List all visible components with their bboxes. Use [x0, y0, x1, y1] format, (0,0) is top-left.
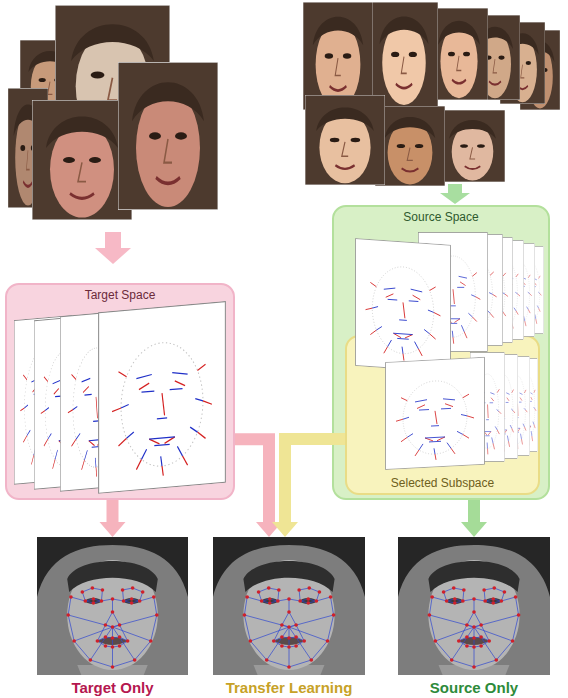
node-label: Source Only	[378, 679, 568, 697]
face-photo	[470, 15, 520, 100]
shape-sheet	[99, 302, 226, 494]
shape-sheet	[520, 246, 544, 333]
source-sheets	[355, 232, 543, 372]
shape-sheet	[14, 316, 71, 485]
shape-sheet	[488, 240, 524, 339]
face-photo	[430, 8, 488, 100]
face-photo	[8, 88, 48, 208]
shape-sheet	[445, 234, 502, 345]
source-photos	[303, 2, 560, 186]
face-photo	[305, 95, 385, 185]
result-images	[37, 537, 550, 675]
result-box: Transfer Learning	[213, 537, 365, 697]
flow-arrow	[100, 500, 126, 537]
landmark-image	[213, 537, 365, 675]
space-box: Target Space	[5, 283, 235, 500]
shape-sheet	[470, 352, 505, 461]
face-photo	[375, 106, 445, 186]
face-photo	[440, 110, 505, 182]
shape-sheet	[505, 356, 530, 455]
shape-sheet	[386, 357, 485, 469]
landmark-image	[398, 537, 550, 675]
node-label: Source Space	[334, 210, 548, 224]
target-photos	[8, 5, 218, 220]
face-photo	[55, 5, 170, 145]
shape-sheet	[418, 232, 487, 351]
face-photo	[370, 2, 438, 107]
input-arrow	[440, 184, 470, 204]
shape-sheet	[355, 239, 450, 373]
space-box: Source SpaceSelected Subspace	[332, 205, 550, 500]
landmark-image	[37, 537, 188, 675]
flow-arrow	[272, 439, 345, 537]
face-photo	[118, 62, 218, 210]
node-label: Transfer Learning	[193, 679, 385, 697]
face-photo	[20, 40, 80, 120]
shape-sheet	[468, 237, 513, 342]
flow-arrow	[461, 500, 487, 537]
face-photo	[32, 100, 132, 220]
node-label: Target Only	[17, 679, 208, 697]
shape-sheet	[490, 354, 518, 458]
shape-sheet	[34, 315, 95, 489]
shape-sheet	[60, 310, 131, 491]
result-box: Source Only	[398, 537, 550, 697]
shape-sheet	[505, 243, 535, 336]
face-photo	[520, 30, 560, 110]
face-photo	[303, 2, 373, 110]
target-sheets	[14, 302, 225, 494]
node-label: Target Space	[7, 288, 233, 302]
flow-arrow	[235, 439, 282, 537]
subspace-sheets	[386, 352, 538, 469]
face-photo	[500, 22, 545, 104]
shape-sheet	[520, 358, 538, 451]
subspace-box: Selected Subspace	[345, 335, 540, 495]
node-label: Selected Subspace	[347, 476, 538, 490]
result-box: Target Only	[37, 537, 188, 697]
input-arrow	[95, 232, 131, 264]
